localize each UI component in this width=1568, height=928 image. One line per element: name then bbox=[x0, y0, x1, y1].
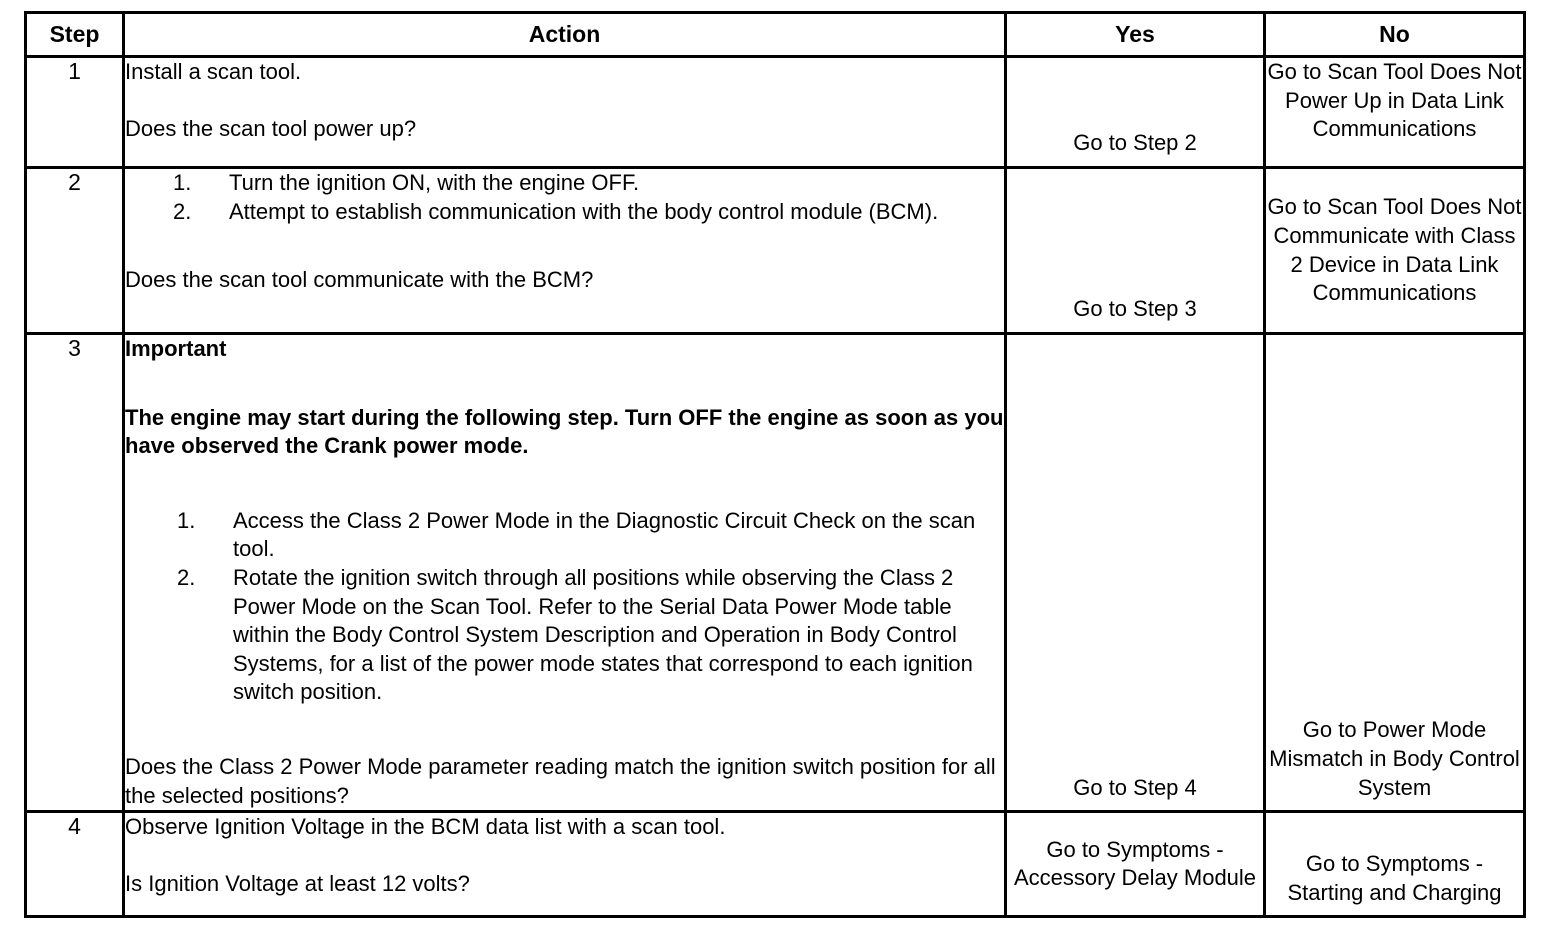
action-question-text: Does the Class 2 Power Mode parameter re… bbox=[125, 753, 996, 808]
step-number: 4 bbox=[24, 810, 125, 919]
list-item: 2. Rotate the ignition switch through al… bbox=[125, 564, 1004, 707]
no-result-cell: Go to Scan Tool Does Not Communicate wit… bbox=[1263, 166, 1526, 335]
table-row: 2 1. Turn the ignition ON, with the engi… bbox=[24, 166, 1526, 335]
column-header-yes: Yes bbox=[1004, 11, 1266, 58]
no-result-cell: Go to Symptoms - Starting and Charging bbox=[1263, 810, 1526, 919]
action-cell: Observe Ignition Voltage in the BCM data… bbox=[122, 810, 1007, 919]
action-cell: 1. Turn the ignition ON, with the engine… bbox=[122, 166, 1007, 335]
list-item-number: 1. bbox=[177, 507, 196, 533]
action-lead-text: Observe Ignition Voltage in the BCM data… bbox=[125, 814, 726, 840]
action-question-text: Does the scan tool communicate with the … bbox=[125, 267, 594, 293]
action-question-text: Is Ignition Voltage at least 12 volts? bbox=[125, 870, 470, 896]
column-header-action: Action bbox=[122, 11, 1007, 58]
vertical-spacer bbox=[125, 226, 1004, 266]
yes-result-cell: Go to Step 2 bbox=[1004, 55, 1266, 169]
column-header-step: Step bbox=[24, 11, 125, 58]
diagnostic-procedure-table: Step Action Yes No 1 Install a scan tool… bbox=[24, 11, 1526, 919]
important-heading: Important bbox=[125, 336, 227, 361]
list-item-number: 2. bbox=[177, 564, 196, 590]
step-number: 1 bbox=[24, 55, 125, 169]
yes-result-cell: Go to Symptoms - Accessory Delay Module bbox=[1004, 810, 1266, 919]
list-item-number: 2. bbox=[173, 198, 192, 224]
no-result-cell: Go to Scan Tool Does Not Power Up in Dat… bbox=[1263, 55, 1526, 169]
vertical-spacer bbox=[125, 364, 1004, 404]
list-item-number: 1. bbox=[173, 170, 192, 195]
vertical-spacer bbox=[125, 707, 1004, 753]
vertical-spacer bbox=[125, 89, 1004, 115]
step-number: 3 bbox=[24, 331, 125, 814]
yes-result-cell: Go to Step 4 bbox=[1004, 331, 1266, 814]
list-item-text: Access the Class 2 Power Mode in the Dia… bbox=[233, 507, 976, 562]
action-lead-text: Install a scan tool. bbox=[125, 59, 302, 84]
list-item-text: Rotate the ignition switch through all p… bbox=[233, 564, 973, 705]
vertical-spacer bbox=[125, 844, 1004, 870]
list-item: 2. Attempt to establish communication wi… bbox=[125, 198, 1004, 227]
list-item: 1. Turn the ignition ON, with the engine… bbox=[125, 169, 1004, 198]
action-cell: Install a scan tool. Does the scan tool … bbox=[122, 55, 1007, 169]
column-header-no: No bbox=[1263, 11, 1526, 58]
list-item: 1. Access the Class 2 Power Mode in the … bbox=[125, 507, 1004, 564]
action-step-list: 1. Turn the ignition ON, with the engine… bbox=[125, 169, 1004, 226]
table-header-row: Step Action Yes No bbox=[24, 11, 1526, 58]
list-item-text: Attempt to establish communication with … bbox=[229, 198, 939, 224]
no-result-cell: Go to Power Mode Mismatch in Body Contro… bbox=[1263, 331, 1526, 814]
list-item-text: Turn the ignition ON, with the engine OF… bbox=[229, 170, 640, 195]
action-cell: Important The engine may start during th… bbox=[122, 331, 1007, 814]
important-warning-text: The engine may start during the followin… bbox=[125, 404, 1004, 459]
table-row: 3 Important The engine may start during … bbox=[24, 331, 1526, 814]
step-number: 2 bbox=[24, 166, 125, 335]
yes-result-cell: Go to Step 3 bbox=[1004, 166, 1266, 335]
action-step-list: 1. Access the Class 2 Power Mode in the … bbox=[125, 507, 1004, 707]
table-row: 1 Install a scan tool. Does the scan too… bbox=[24, 55, 1526, 169]
table-row: 4 Observe Ignition Voltage in the BCM da… bbox=[24, 810, 1526, 919]
action-question-text: Does the scan tool power up? bbox=[125, 115, 417, 141]
vertical-spacer bbox=[125, 461, 1004, 507]
